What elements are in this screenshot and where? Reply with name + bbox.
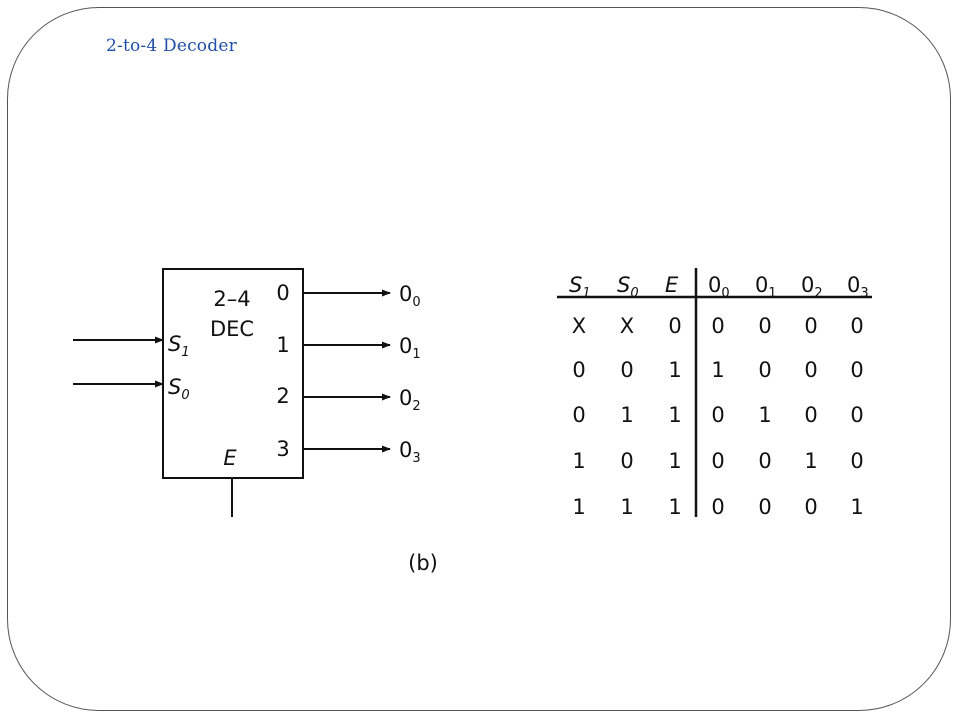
truth-table-header-cell: 00 [708,273,730,301]
truth-table-cell: 1 [850,495,863,519]
truth-table-cell: 0 [804,495,817,519]
truth-table-cell: 1 [620,403,633,427]
truth-table-cell: 0 [572,403,585,427]
truth-table-row: 1 0 1 0 0 1 0 [572,449,863,473]
figure-caption: (b) [408,551,438,575]
output-label-2: 02 [399,386,421,414]
truth-table-cell: 0 [758,449,771,473]
truth-table-cell: 0 [758,495,771,519]
truth-table-cell: 0 [620,358,633,382]
truth-table-cell: 1 [668,449,681,473]
output-label-1: 01 [399,334,421,362]
truth-table-header-cell: 01 [755,273,777,301]
truth-table-cell: 0 [850,314,863,338]
truth-table-cell: 1 [668,403,681,427]
truth-table-row: 0 1 1 0 1 0 0 [572,403,863,427]
truth-table-cell: 0 [711,403,724,427]
output-pin-0: 0 [276,281,289,305]
truth-table-cell: 0 [804,358,817,382]
output-pin-1: 1 [276,333,289,357]
truth-table-cell: 0 [711,314,724,338]
truth-table-cell: 0 [711,495,724,519]
truth-table-headers: S1 S0 E 00 01 02 03 [569,273,869,301]
truth-table-row: X X 0 0 0 0 0 [572,314,864,338]
output-label-3: 03 [399,438,421,466]
truth-table-cell: 1 [668,495,681,519]
truth-table-cell: X [572,314,586,338]
enable-label: E [223,446,237,470]
truth-table-cell: 0 [850,403,863,427]
truth-table-header-cell: 02 [801,273,823,301]
output-pin-3: 3 [276,437,289,461]
truth-table-cell: 0 [758,314,771,338]
truth-table-cell: 1 [572,449,585,473]
truth-table-cell: 1 [758,403,771,427]
truth-table-cell: 0 [804,314,817,338]
truth-table-body: X X 0 0 0 0 0 0 0 1 1 0 0 0 0 1 1 0 1 0 0 1 0 1 0 0 1 0 1 1 1 0 0 0 1 [572,314,864,519]
truth-table-row: 1 1 1 0 0 0 1 [572,495,863,519]
truth-table-cell: 0 [620,449,633,473]
input-label-s1: S1 [168,332,190,360]
truth-table-cell: 1 [572,495,585,519]
truth-table-cell: 0 [850,449,863,473]
truth-table-row: 0 0 1 1 0 0 0 [572,358,863,382]
truth-table-cell: 0 [850,358,863,382]
truth-table-cell: 0 [804,403,817,427]
truth-table-header-cell: 03 [847,273,869,301]
decoder-name-line2: DEC [210,317,254,341]
truth-table-cell: 1 [804,449,817,473]
truth-table-cell: X [620,314,634,338]
slide-title: 2-to-4 Decoder [106,36,237,56]
truth-table-header-cell: E [665,273,679,297]
decoder-name-line1: 2–4 [213,287,250,311]
input-label-s0: S0 [168,375,190,403]
truth-table-cell: 1 [711,358,724,382]
truth-table-cell: 1 [668,358,681,382]
output-label-0: 00 [399,282,421,310]
truth-table-cell: 0 [758,358,771,382]
truth-table-header-cell: S0 [617,273,639,301]
truth-table-cell: 0 [668,314,681,338]
truth-table-cell: 1 [620,495,633,519]
output-pin-2: 2 [276,384,289,408]
truth-table-header-cell: S1 [569,273,591,301]
slide-frame [7,7,951,711]
truth-table-cell: 0 [711,449,724,473]
truth-table-cell: 0 [572,358,585,382]
